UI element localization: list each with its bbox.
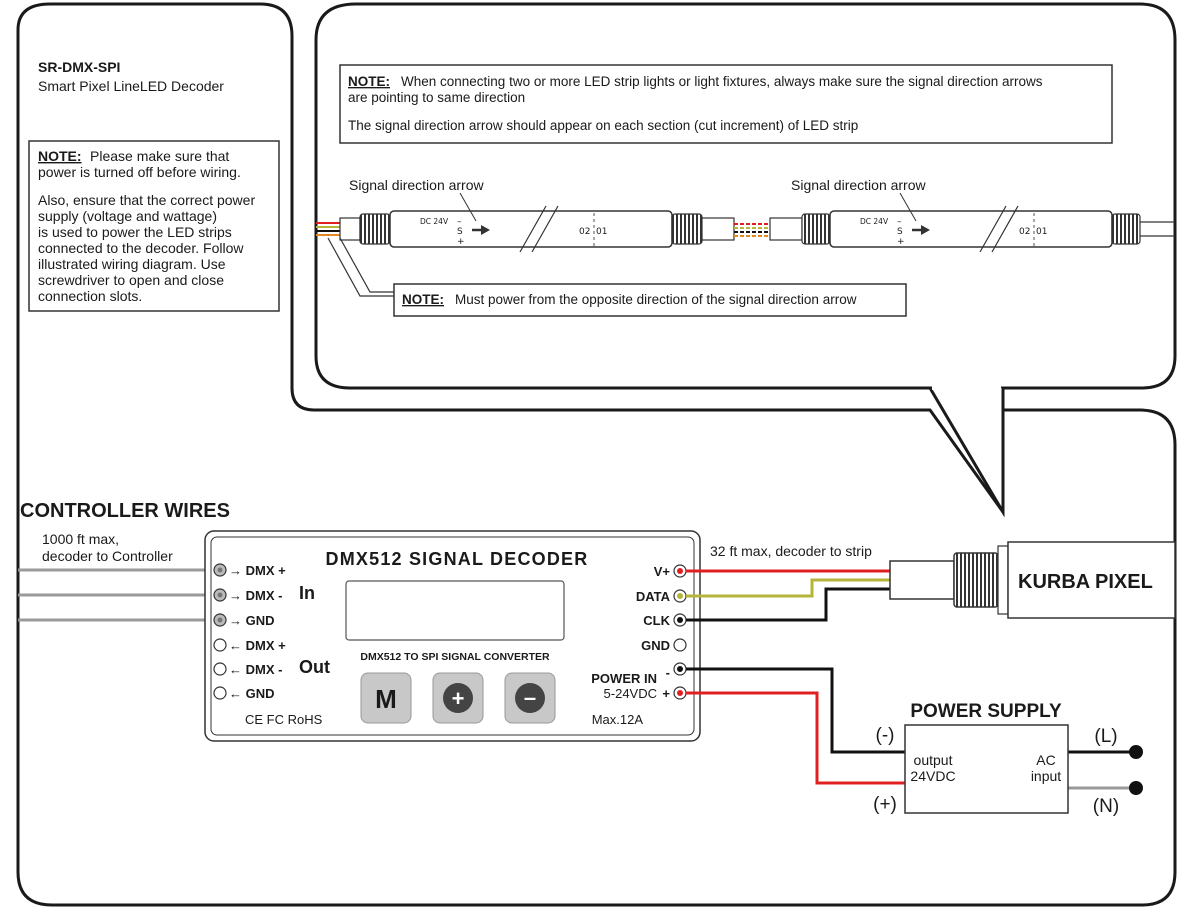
controller-title: CONTROLLER WIRES bbox=[20, 500, 230, 522]
svg-text:screwdriver to open and close: screwdriver to open and close bbox=[38, 272, 224, 288]
power-range: 5-24VDC bbox=[604, 686, 657, 701]
svg-text:GND: GND bbox=[641, 638, 670, 653]
ps-ac-2: input bbox=[1031, 768, 1061, 784]
svg-text:S: S bbox=[897, 227, 903, 237]
top-note-line1: When connecting two or more LED strip li… bbox=[401, 74, 1043, 89]
max-current: Max.12A bbox=[592, 712, 644, 727]
svg-text:DATA: DATA bbox=[636, 589, 671, 604]
svg-text:← DMX -: ← DMX - bbox=[229, 662, 282, 677]
out-label: Out bbox=[299, 657, 330, 677]
product-model: SR-DMX-SPI bbox=[38, 59, 120, 75]
svg-text:01: 01 bbox=[596, 227, 607, 237]
strip-range: 32 ft max, decoder to strip bbox=[710, 543, 872, 559]
converter-label: DMX512 TO SPI SIGNAL CONVERTER bbox=[360, 651, 550, 663]
svg-text:-: - bbox=[666, 665, 670, 680]
cert-marks: CE FC RoHS bbox=[245, 712, 323, 727]
svg-text:S: S bbox=[457, 227, 463, 237]
decoder-display bbox=[345, 580, 565, 641]
strip-brand: KURBA PIXEL bbox=[1018, 571, 1153, 593]
left-note-line1: Please make sure that bbox=[90, 148, 229, 164]
product-subtitle: Smart Pixel LineLED Decoder bbox=[38, 78, 224, 94]
svg-text:connection slots.: connection slots. bbox=[38, 288, 142, 304]
output-terminals: ← DMX + ← DMX - ← GND bbox=[213, 638, 286, 701]
svg-text:illustrated wiring diagram. Us: illustrated wiring diagram. Use bbox=[38, 256, 226, 272]
callout-frame bbox=[314, 2, 1177, 390]
svg-text:→ DMX +: → DMX + bbox=[229, 563, 286, 578]
top-note-line2: are pointing to same direction bbox=[348, 90, 525, 105]
decoder-title: DMX512 SIGNAL DECODER bbox=[326, 549, 589, 569]
minus-button[interactable]: – bbox=[504, 672, 556, 724]
strip-terminals: V+ DATA CLK GND bbox=[636, 564, 687, 653]
strip2-arrow-label: Signal direction arrow bbox=[791, 177, 927, 193]
svg-text:Also, ensure that the correct: Also, ensure that the correct power bbox=[38, 192, 255, 208]
strip-link-wires bbox=[734, 223, 770, 237]
svg-text:← DMX +: ← DMX + bbox=[229, 638, 286, 653]
svg-text:–: – bbox=[897, 217, 902, 227]
ps-n: (N) bbox=[1093, 796, 1119, 817]
strip-wires bbox=[686, 569, 890, 622]
controller-range-1: 1000 ft max, bbox=[42, 531, 119, 547]
power-supply-title: POWER SUPPLY bbox=[910, 701, 1062, 722]
power-supply-box bbox=[904, 724, 1069, 814]
power-note-box bbox=[393, 283, 907, 317]
left-note-para2: Also, ensure that the correct power supp… bbox=[38, 192, 255, 304]
svg-text:V+: V+ bbox=[654, 564, 671, 579]
kurba-pixel-strip bbox=[889, 541, 1176, 619]
left-note-box bbox=[28, 140, 280, 312]
top-note-line3: The signal direction arrow should appear… bbox=[348, 118, 858, 133]
svg-text:M: M bbox=[375, 684, 397, 714]
ps-minus: (-) bbox=[876, 725, 895, 746]
plus-button[interactable]: + bbox=[432, 672, 484, 724]
left-note-heading: NOTE: bbox=[38, 148, 82, 164]
power-note-text: Must power from the opposite direction o… bbox=[455, 292, 857, 307]
strip1-voltage: DC 24V bbox=[420, 217, 449, 226]
svg-text:→ GND: → GND bbox=[229, 613, 275, 628]
top-note-box bbox=[339, 64, 1113, 144]
ps-output-1: output bbox=[914, 752, 953, 768]
led-strip-1: DC 24V – S + 02 01 bbox=[339, 205, 735, 253]
svg-text:supply (voltage and wattage): supply (voltage and wattage) bbox=[38, 208, 217, 224]
input-terminals: → DMX + → DMX - → GND bbox=[213, 563, 286, 628]
svg-text:+: + bbox=[662, 686, 670, 701]
strip-input-wires bbox=[316, 222, 340, 236]
top-note-heading: NOTE: bbox=[348, 74, 390, 89]
svg-text:02: 02 bbox=[579, 227, 590, 237]
controller-range-2: decoder to Controller bbox=[42, 548, 173, 564]
svg-text:← GND: ← GND bbox=[229, 686, 275, 701]
svg-text:–: – bbox=[524, 685, 536, 710]
ps-l: (L) bbox=[1094, 726, 1117, 747]
power-wires bbox=[686, 667, 1143, 795]
svg-text:01: 01 bbox=[1036, 227, 1047, 237]
led-strip-2: DC 24V – S + 02 01 bbox=[769, 205, 1175, 253]
svg-text:+: + bbox=[457, 237, 465, 247]
svg-text:is used to power the LED strip: is used to power the LED strips bbox=[38, 224, 232, 240]
left-note-line2: power is turned off before wiring. bbox=[38, 164, 241, 180]
power-note-heading: NOTE: bbox=[402, 292, 444, 307]
svg-text:DC 24V: DC 24V bbox=[860, 217, 889, 226]
svg-text:→ DMX -: → DMX - bbox=[229, 588, 282, 603]
svg-text:connected to the decoder. Foll: connected to the decoder. Follow bbox=[38, 240, 244, 256]
svg-text:CLK: CLK bbox=[643, 613, 670, 628]
controller-wires bbox=[18, 568, 214, 622]
ps-output-2: 24VDC bbox=[910, 768, 955, 784]
svg-text:–: – bbox=[457, 217, 462, 227]
svg-text:+: + bbox=[897, 237, 905, 247]
power-in-label: POWER IN bbox=[591, 671, 657, 686]
callout-tail bbox=[928, 387, 1005, 518]
svg-text:+: + bbox=[452, 686, 465, 711]
ps-plus: (+) bbox=[873, 794, 897, 815]
m-button[interactable]: M bbox=[360, 672, 412, 724]
ps-ac-1: AC bbox=[1036, 752, 1055, 768]
in-label: In bbox=[299, 583, 315, 603]
strip1-arrow-label: Signal direction arrow bbox=[349, 177, 485, 193]
svg-text:02: 02 bbox=[1019, 227, 1030, 237]
